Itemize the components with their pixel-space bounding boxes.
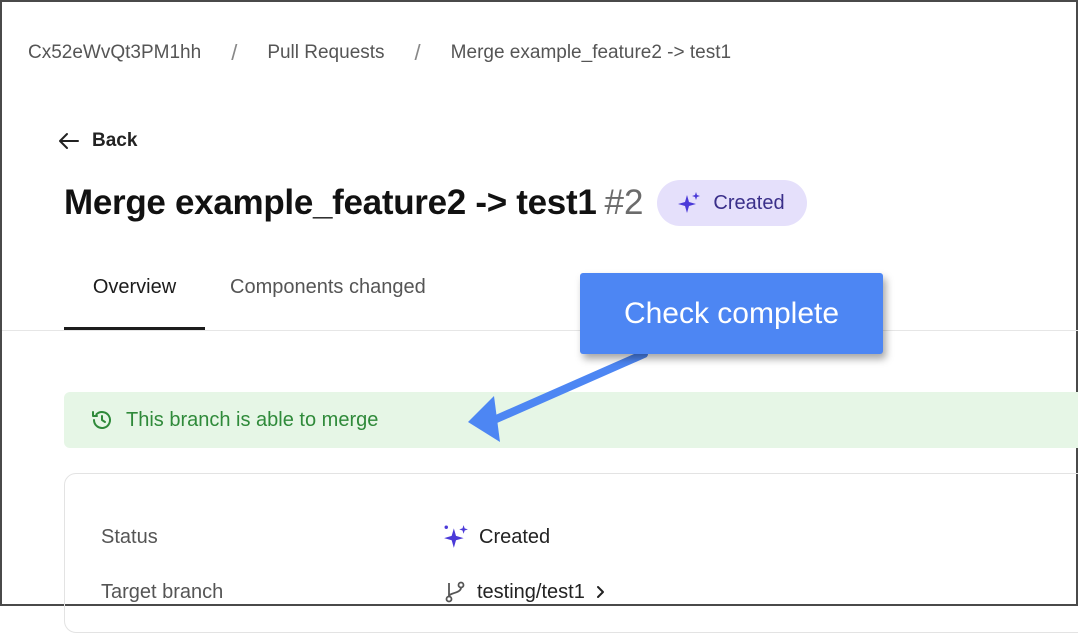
chevron-right-icon	[596, 586, 604, 598]
history-icon	[92, 411, 111, 429]
status-badge-label: Created	[713, 191, 785, 214]
detail-label: Status	[101, 525, 158, 548]
detail-label: Target branch	[101, 580, 224, 603]
back-button[interactable]: Back	[58, 130, 137, 152]
tab-components-changed[interactable]: Components changed	[230, 276, 426, 298]
tab-bar: Overview Components changed	[64, 270, 426, 330]
detail-value: Created	[443, 524, 550, 550]
breadcrumb: Cx52eWvQt3PM1hh / Pull Requests / Merge …	[28, 40, 731, 66]
tab-divider	[2, 330, 1078, 331]
tab-overview[interactable]: Overview	[64, 270, 205, 330]
git-branch-icon	[445, 581, 465, 603]
page-header: Merge example_feature2 -> test1 #2 Creat…	[64, 180, 807, 226]
page-title: Merge example_feature2 -> test1	[64, 183, 597, 222]
arrow-left-icon	[59, 133, 79, 149]
breadcrumb-separator: /	[414, 40, 421, 65]
breadcrumb-project[interactable]: Cx52eWvQt3PM1hh	[28, 42, 202, 63]
pull-request-number: #2	[604, 183, 644, 222]
breadcrumb-current: Merge example_feature2 -> test1	[450, 42, 732, 63]
details-card: Status Created Target branch testing/tes…	[64, 473, 1078, 633]
target-branch-value: testing/test1	[477, 580, 585, 603]
merge-status-banner: This branch is able to merge	[64, 392, 1078, 448]
detail-row-status: Status Created	[101, 524, 550, 550]
status-badge: Created	[657, 180, 807, 226]
back-label: Back	[92, 130, 138, 151]
callout-text: Check complete	[623, 296, 840, 330]
detail-row-target-branch: Target branch testing/test1	[101, 580, 607, 604]
breadcrumb-pull-requests[interactable]: Pull Requests	[267, 42, 385, 63]
sparkle-icon	[678, 192, 701, 213]
breadcrumb-separator: /	[231, 40, 238, 65]
status-value: Created	[479, 525, 551, 548]
callout-box: Check complete	[580, 273, 883, 354]
merge-status-text: This branch is able to merge	[126, 408, 379, 431]
sparkle-icon	[444, 525, 468, 548]
target-branch-link[interactable]: testing/test1	[443, 580, 607, 604]
